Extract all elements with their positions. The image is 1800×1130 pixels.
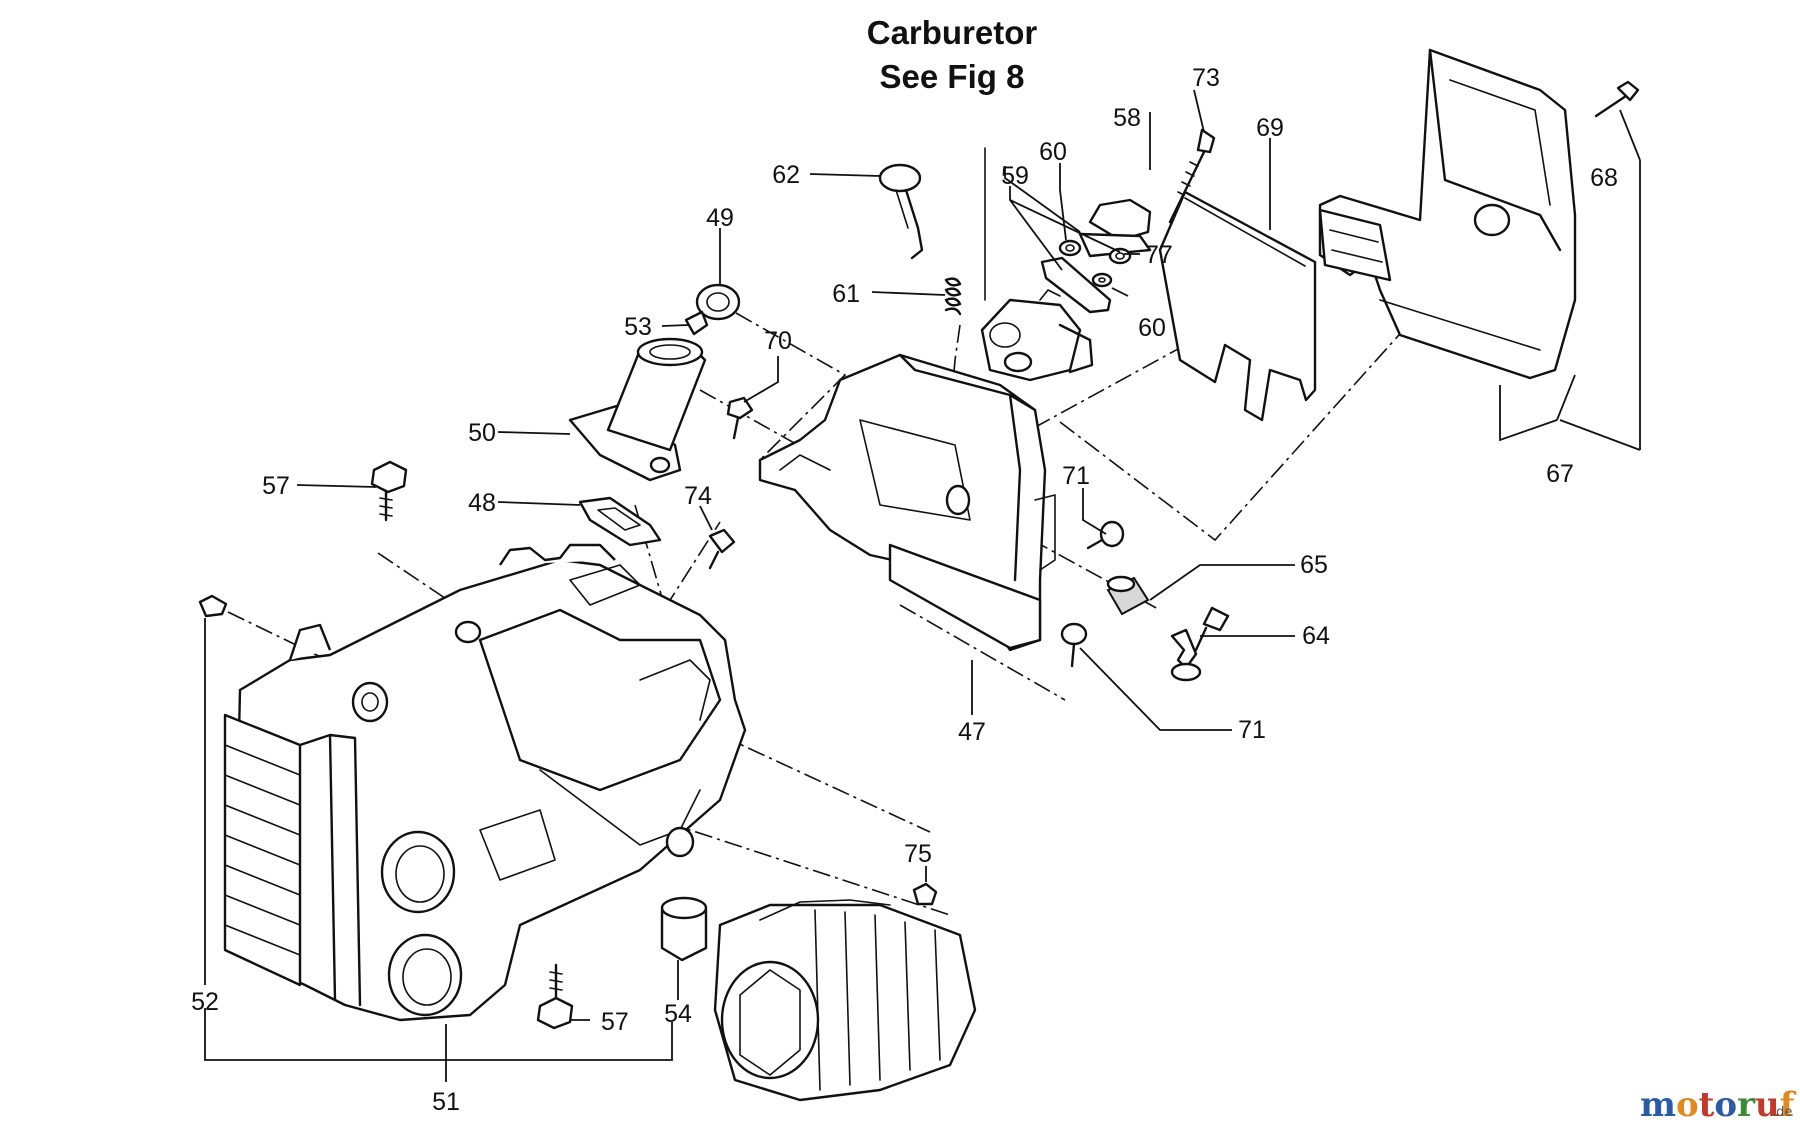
watermark-letter-f: f — [1780, 1085, 1797, 1125]
clip-part-53 — [684, 310, 709, 336]
watermark-letter-t: t — [1699, 1085, 1715, 1125]
callout-57-lower: 57 — [601, 1008, 629, 1036]
callout-59: 59 — [1001, 162, 1029, 190]
callout-57-upper: 57 — [262, 472, 290, 500]
callout-65: 65 — [1300, 551, 1328, 579]
washer-part-77 — [1108, 247, 1132, 265]
screw-part-71-lower — [1060, 622, 1088, 668]
callout-47: 47 — [958, 718, 986, 746]
screw-part-74 — [708, 528, 736, 570]
callout-labels: 62 49 61 53 70 50 57 48 74 60 59 58 73 6… — [191, 64, 1618, 1116]
nut-part-75 — [912, 882, 938, 906]
crankcase-housing-part-51 — [223, 543, 747, 1022]
diagram-title-line2: See Fig 8 — [880, 58, 1025, 95]
intake-boot-part-50 — [568, 337, 707, 482]
watermark-suffix: .de — [1772, 1105, 1792, 1120]
callout-74: 74 — [684, 482, 712, 510]
leader-lines — [204, 89, 1641, 1082]
callout-68: 68 — [1590, 164, 1618, 192]
callout-54: 54 — [664, 1000, 692, 1028]
air-filter-part-69 — [1158, 190, 1317, 422]
tip-part-52 — [198, 594, 228, 618]
callout-58: 58 — [1113, 104, 1141, 132]
diagram-title-line1: Carburetor — [867, 14, 1038, 51]
watermark-letter-u: u — [1755, 1085, 1780, 1125]
callout-62: 62 — [772, 161, 800, 189]
air-filter-cover-part-67 — [1318, 48, 1577, 380]
callout-75: 75 — [904, 840, 932, 868]
watermark-letter-o2: o — [1714, 1085, 1737, 1125]
screw-part-71-upper — [1086, 520, 1125, 550]
callout-73: 73 — [1192, 64, 1220, 92]
air-box-part-47 — [758, 353, 1056, 652]
callout-71-lower: 71 — [1238, 716, 1266, 744]
callout-51: 51 — [432, 1088, 460, 1116]
screw-part-57-upper — [370, 460, 408, 522]
spring-part-61 — [944, 277, 962, 316]
gasket-part-48 — [578, 496, 662, 547]
watermark-letter-o1: o — [1676, 1085, 1699, 1125]
choke-assembly — [980, 147, 1094, 382]
cylinder-assembly — [713, 899, 977, 1102]
callout-53: 53 — [624, 313, 652, 341]
lever-plate-part-59 — [1040, 256, 1112, 314]
washer-part-60-upper — [1058, 239, 1082, 257]
callout-61: 61 — [832, 280, 860, 308]
screw-part-73 — [1168, 128, 1216, 224]
cover-part-58 — [1078, 198, 1152, 258]
svg-text:motoruf: motoruf — [1640, 1085, 1797, 1125]
callout-48: 48 — [468, 489, 496, 517]
callout-60-lower: 60 — [1138, 314, 1166, 342]
watermark-letter-m: m — [1640, 1085, 1676, 1125]
callout-69: 69 — [1256, 114, 1284, 142]
callout-70: 70 — [764, 327, 792, 355]
filter-screen-part-65 — [1106, 575, 1150, 616]
callout-50: 50 — [468, 419, 496, 447]
watermark-letter-r: r — [1737, 1085, 1756, 1125]
callout-67: 67 — [1546, 460, 1574, 488]
callout-52: 52 — [191, 988, 219, 1016]
fuel-pickup-part-64 — [1170, 606, 1230, 682]
motoruf-watermark: motoruf .de — [1640, 1085, 1797, 1125]
callout-60-upper: 60 — [1039, 138, 1067, 166]
callout-77: 77 — [1145, 241, 1173, 269]
callout-49: 49 — [706, 204, 734, 232]
screw-part-68 — [1594, 80, 1640, 118]
callout-64: 64 — [1302, 622, 1330, 650]
washer-part-60-lower — [1091, 272, 1113, 288]
choke-knob-part-62 — [878, 163, 924, 260]
screw-part-70 — [726, 396, 754, 440]
flange-plate-part-49 — [695, 283, 741, 321]
screw-part-57-lower — [536, 963, 574, 1030]
bushing-part-54 — [660, 896, 708, 962]
callout-71-upper: 71 — [1062, 462, 1090, 490]
